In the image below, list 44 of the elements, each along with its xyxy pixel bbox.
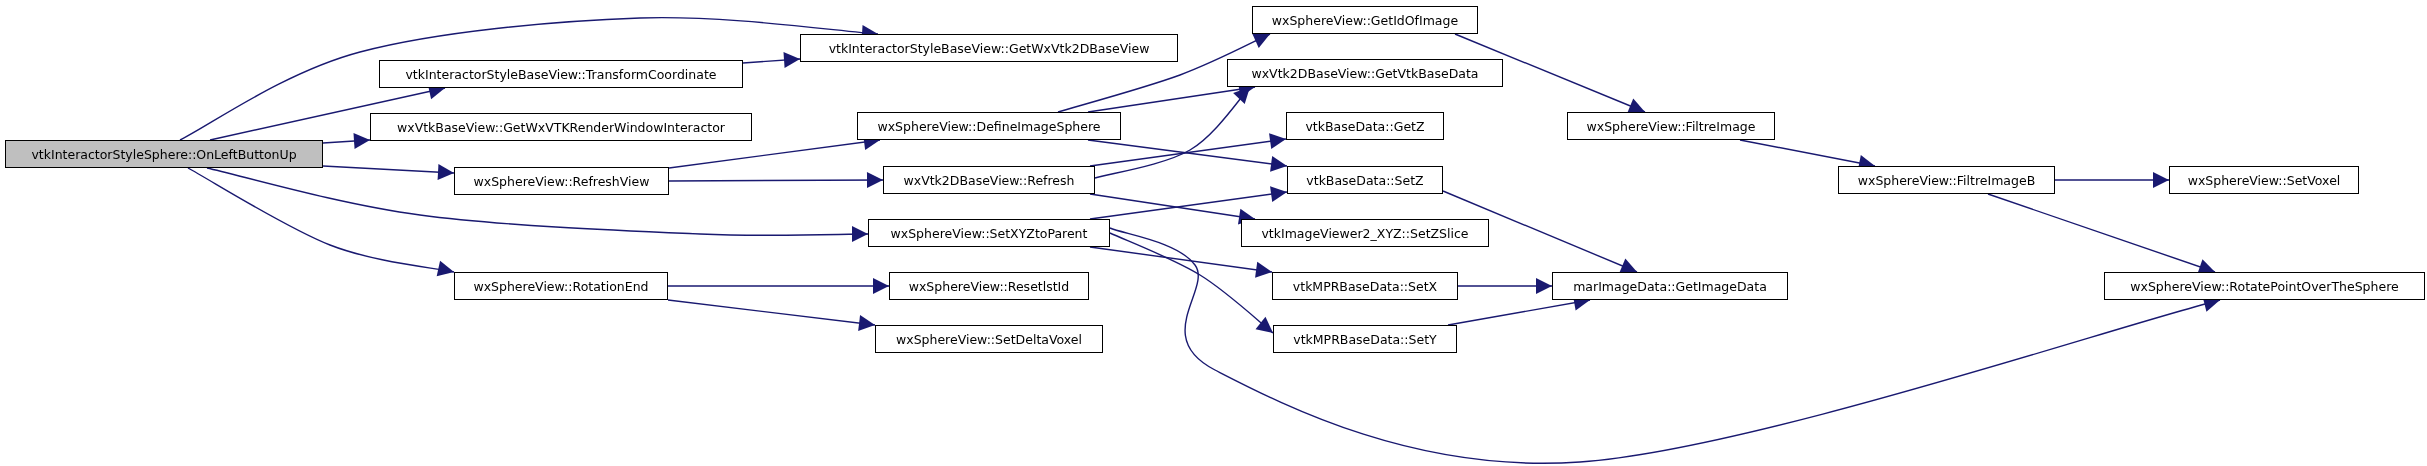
function-box: vtkBaseData::SetZ: [1287, 166, 1443, 194]
arrow: [1089, 246, 1273, 278]
function-box: vtkImageViewer2_XYZ::SetZSlice: [1241, 219, 1489, 247]
function-box: wxVtk2DBaseView::Refresh: [883, 166, 1095, 194]
function-box: vtkInteractorStyleSphere::OnLeftButtonUp: [5, 140, 323, 168]
arrow: [1442, 190, 1638, 274]
function-box: wxSphereView::SetDeltaVoxel: [875, 325, 1103, 353]
function-box: vtkMPRBaseData::SetY: [1273, 325, 1457, 353]
function-box: vtkBaseData::GetZ: [1286, 112, 1444, 140]
function-box: vtkInteractorStyleBaseView::TransformCoordinate: [379, 60, 743, 88]
arrow: [667, 299, 876, 331]
arrow: [1089, 133, 1287, 167]
arrow: [1454, 33, 1646, 114]
function-box: wxSphereView::ResetlstId: [889, 272, 1089, 300]
function-box: marImageData::GetImageData: [1552, 272, 1788, 300]
arrow: [1457, 277, 1553, 294]
function-box: wxSphereView::RotationEnd: [454, 272, 668, 300]
arrow: [187, 167, 455, 277]
arrow: [667, 277, 890, 294]
function-box: vtkInteractorStyleBaseView::GetWxVtk2DBaseView: [800, 34, 1178, 62]
function-box: wxSphereView::RotatePointOverTheSphere: [2104, 272, 2425, 300]
function-box: wxSphereView::SetVoxel: [2169, 166, 2359, 194]
arrow: [322, 133, 371, 149]
function-box: wxSphereView::FiltreImageB: [1838, 166, 2055, 194]
function-box: wxSphereView::SetXYZtoParent: [868, 219, 1110, 247]
arrow: [1109, 227, 2221, 464]
arrow: [322, 164, 455, 181]
arrow: [1087, 139, 1288, 172]
function-box: wxVtk2DBaseView::GetVtkBaseData: [1227, 59, 1503, 87]
arrow: [1089, 193, 1256, 225]
arrow: [1109, 232, 1274, 334]
function-box: wxSphereView::GetIdOfImage: [1252, 6, 1478, 34]
function-box: wxSphereView::DefineImageSphere: [857, 112, 1121, 140]
arrow: [206, 167, 869, 243]
function-box: wxSphereView::RefreshView: [454, 167, 669, 195]
arrow: [2054, 171, 2170, 188]
function-box: vtkMPRBaseData::SetX: [1272, 272, 1458, 300]
arrow: [179, 16, 879, 141]
function-box: wxVtkBaseView::GetWxVTKRenderWindowInteractor: [370, 113, 752, 141]
arrow: [1089, 186, 1288, 220]
arrow: [668, 172, 884, 189]
arrow: [742, 52, 801, 69]
arrow: [1057, 33, 1271, 113]
function-box: wxSphereView::FiltreImage: [1567, 112, 1775, 140]
